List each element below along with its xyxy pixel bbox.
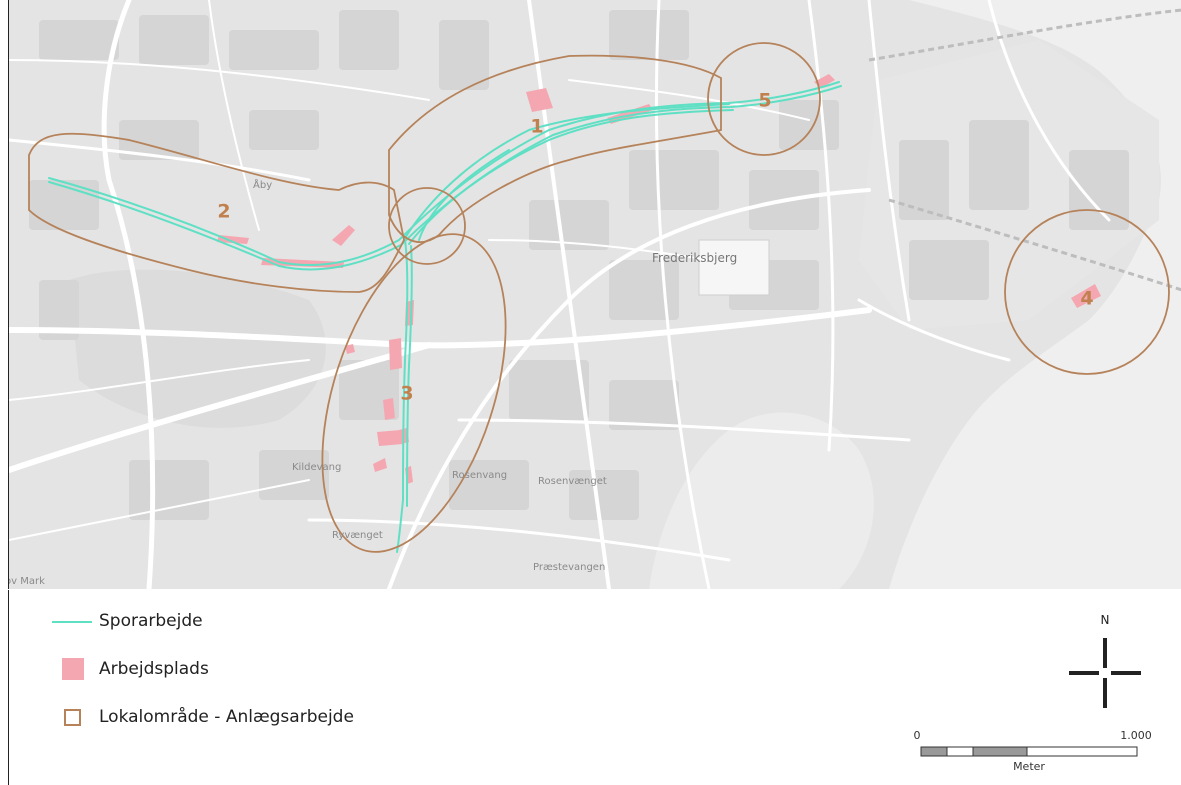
zone-4-outline <box>1004 209 1170 375</box>
track-work-lines <box>48 81 842 553</box>
place-label-rosenvaenget: Rosenvænget <box>538 476 607 487</box>
line-icon <box>9 608 99 634</box>
north-arrow-icon: N <box>1069 613 1141 708</box>
outline-square-icon <box>9 704 99 730</box>
zone-3-label: 3 <box>400 383 413 405</box>
legend-label-worksite: Arbejdsplads <box>99 659 209 679</box>
legend-item-track: Sporarbejde <box>9 608 203 634</box>
north-arrow: N <box>1067 610 1143 710</box>
map-svg: 1 2 3 4 5 Åby Frederiksbjerg Kildevang R… <box>9 0 1181 589</box>
zone-junction-outline <box>388 187 466 265</box>
scale-min-label: 0 <box>914 730 921 742</box>
railway-line-harbour <box>888 198 1181 292</box>
scale-bar-graphic: 0 1.000 Meter <box>914 729 1152 773</box>
legend-item-worksite: Arbejdsplads <box>9 656 209 682</box>
map-legend: Sporarbejde Arbejdsplads Lokalområde - A… <box>8 590 1181 785</box>
legend-item-zone: Lokalområde - Anlægsarbejde <box>9 704 354 730</box>
legend-label-track: Sporarbejde <box>99 611 203 631</box>
fill-square-icon <box>9 656 99 682</box>
zone-outlines <box>28 42 1170 553</box>
large-building <box>698 239 770 296</box>
place-label-praestevangen: Præstevangen <box>533 562 605 573</box>
place-label-frederiksbjerg: Frederiksbjerg <box>652 251 737 265</box>
zone-5-label: 5 <box>758 90 771 112</box>
map-canvas[interactable]: 1 2 3 4 5 Åby Frederiksbjerg Kildevang R… <box>8 0 1181 589</box>
place-label-rosenvang: Rosenvang <box>452 470 507 481</box>
scale-bar: 0 1.000 Meter <box>899 729 1159 780</box>
forest-area <box>69 269 326 428</box>
scale-max-label: 1.000 <box>1120 730 1152 742</box>
place-label-kildevang: Kildevang <box>292 462 341 473</box>
zone-2-label: 2 <box>217 201 230 223</box>
harbour-water <box>869 0 1181 589</box>
place-label-ryvaenget: Ryvænget <box>332 530 383 541</box>
place-label-mark: ov Mark <box>9 576 45 587</box>
scale-unit-label: Meter <box>1013 760 1045 773</box>
place-label-aby: Åby <box>253 178 272 191</box>
zone-5-outline <box>707 42 821 156</box>
park-area <box>649 412 874 589</box>
north-label: N <box>1101 613 1110 627</box>
zone-1-label: 1 <box>530 116 543 138</box>
legend-label-zone: Lokalområde - Anlægsarbejde <box>99 707 354 727</box>
worksites <box>217 74 1101 484</box>
railway-line <box>868 8 1181 62</box>
zone-1-outline <box>388 54 722 243</box>
zone-4-label: 4 <box>1080 288 1093 310</box>
zone-3-outline <box>321 233 507 553</box>
zone-2-outline <box>28 132 405 293</box>
